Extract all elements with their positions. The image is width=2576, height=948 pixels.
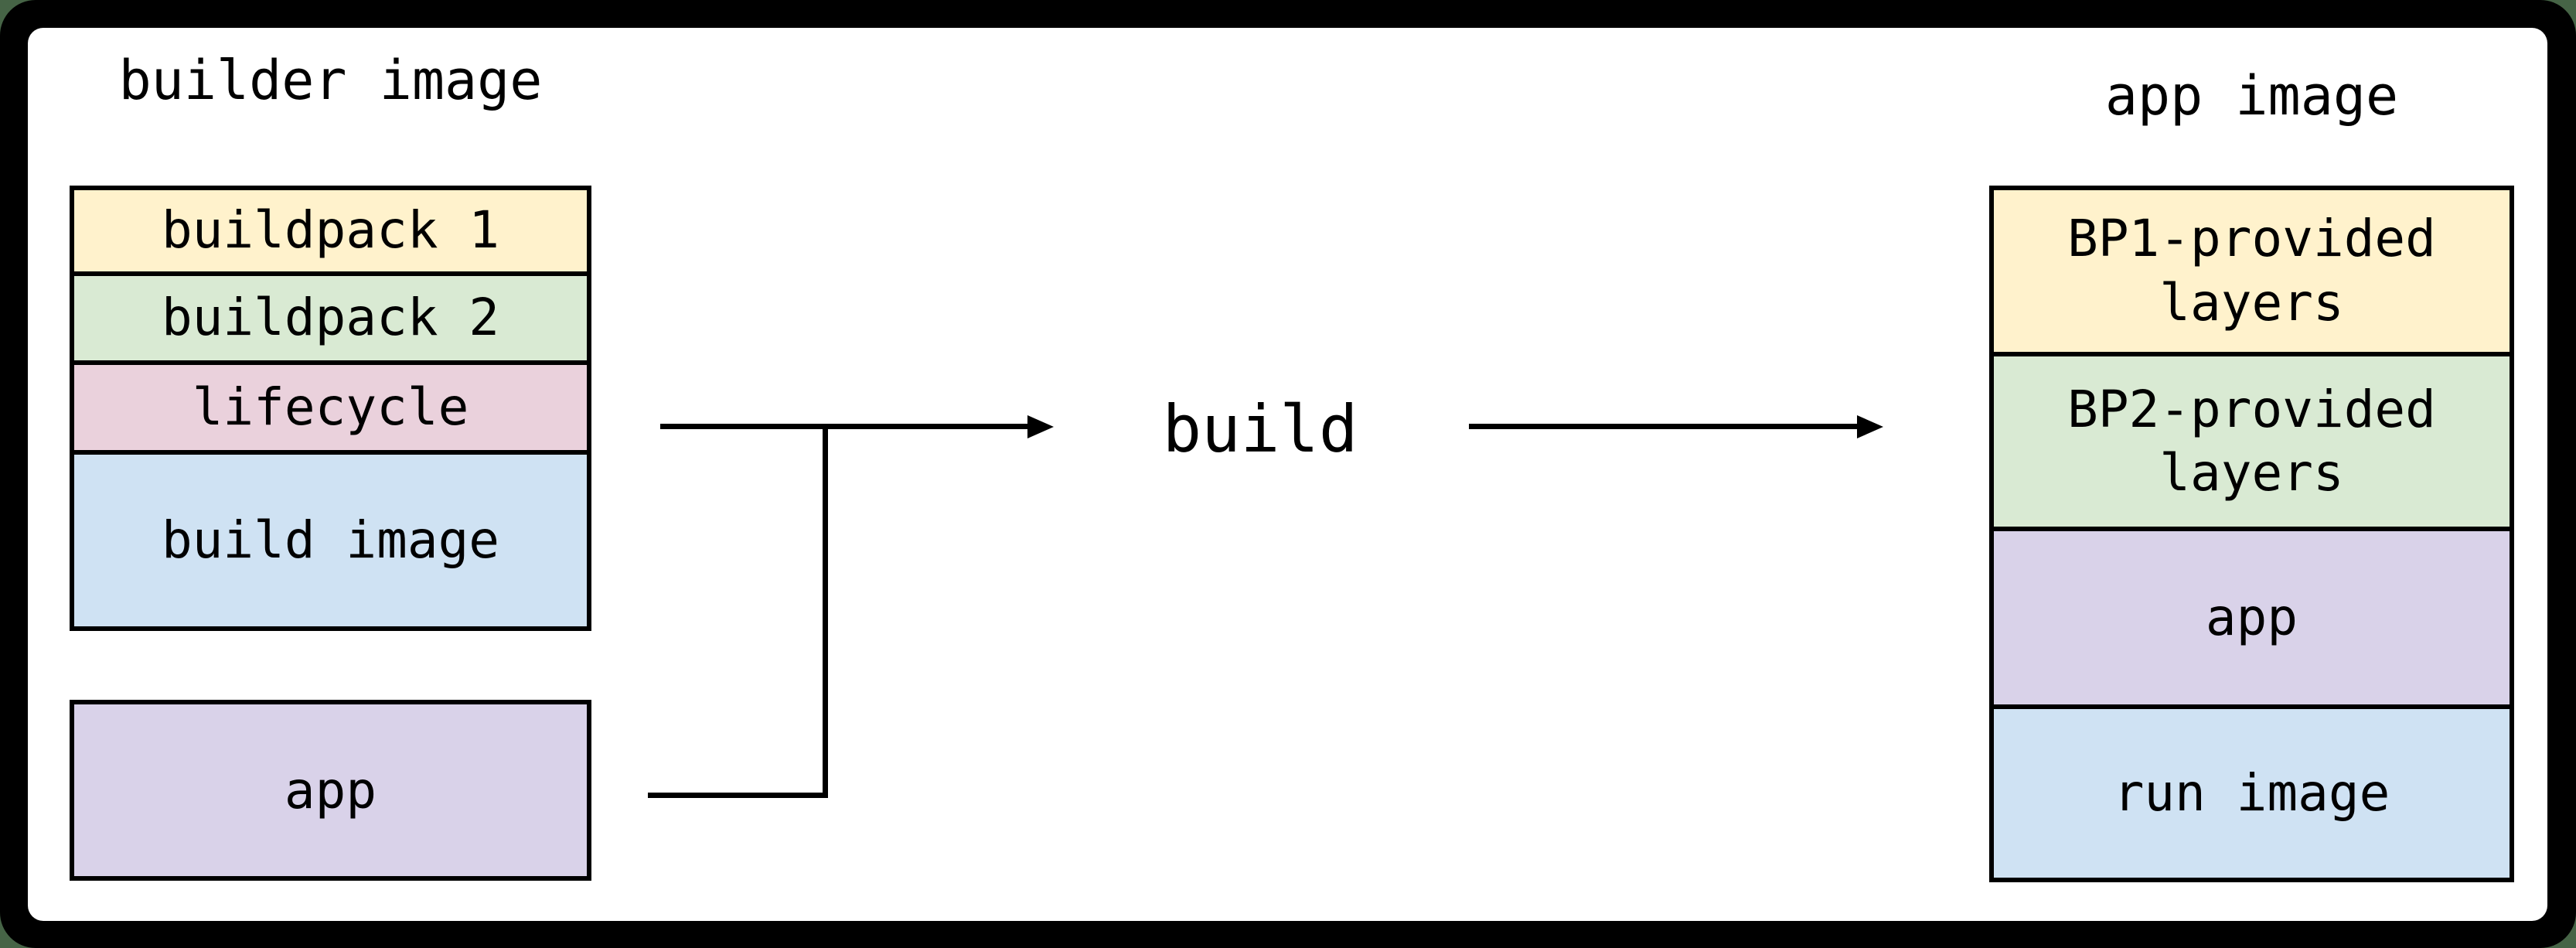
layer-lifecycle-label: lifecycle	[192, 377, 469, 437]
layer-buildpack-1: buildpack 1	[74, 190, 587, 276]
builder-app-box-label: app	[284, 760, 377, 820]
app-image-stack: BP1-provided layers BP2-provided layers …	[1989, 186, 2514, 882]
app-layer-bp1-provided-label: BP1-provided layers	[2067, 209, 2436, 332]
layer-buildpack-2: buildpack 2	[74, 276, 587, 365]
app-connector-vertical-line	[823, 424, 828, 798]
app-layer-bp1-provided: BP1-provided layers	[1994, 190, 2510, 356]
app-layer-bp2-provided: BP2-provided layers	[1994, 356, 2510, 531]
layer-buildpack-1-label: buildpack 1	[161, 200, 500, 261]
app-image-title: app image	[2104, 64, 2399, 128]
builder-to-build-arrow-line	[660, 424, 1027, 429]
app-layer-bp2-provided-label: BP2-provided layers	[2067, 379, 2436, 503]
builder-to-build-arrow-head	[1027, 415, 1054, 438]
app-layer-app: app	[1994, 531, 2510, 709]
app-layer-run-image-label: run image	[2113, 762, 2390, 823]
build-to-app-image-arrow-line	[1469, 424, 1857, 429]
build-to-app-image-arrow-head	[1857, 415, 1883, 438]
builder-image-title: builder image	[118, 49, 543, 112]
build-process-label: build	[1162, 391, 1358, 467]
layer-build-image: build image	[74, 455, 587, 626]
layer-buildpack-2-label: buildpack 2	[161, 288, 500, 348]
builder-stack: buildpack 1 buildpack 2 lifecycle build …	[70, 186, 591, 631]
app-connector-bottom-line	[648, 793, 828, 798]
app-layer-run-image: run image	[1994, 709, 2510, 878]
layer-build-image-label: build image	[161, 510, 500, 570]
builder-app-box: app	[70, 700, 591, 881]
layer-lifecycle: lifecycle	[74, 365, 587, 455]
app-layer-app-label: app	[2205, 587, 2298, 647]
